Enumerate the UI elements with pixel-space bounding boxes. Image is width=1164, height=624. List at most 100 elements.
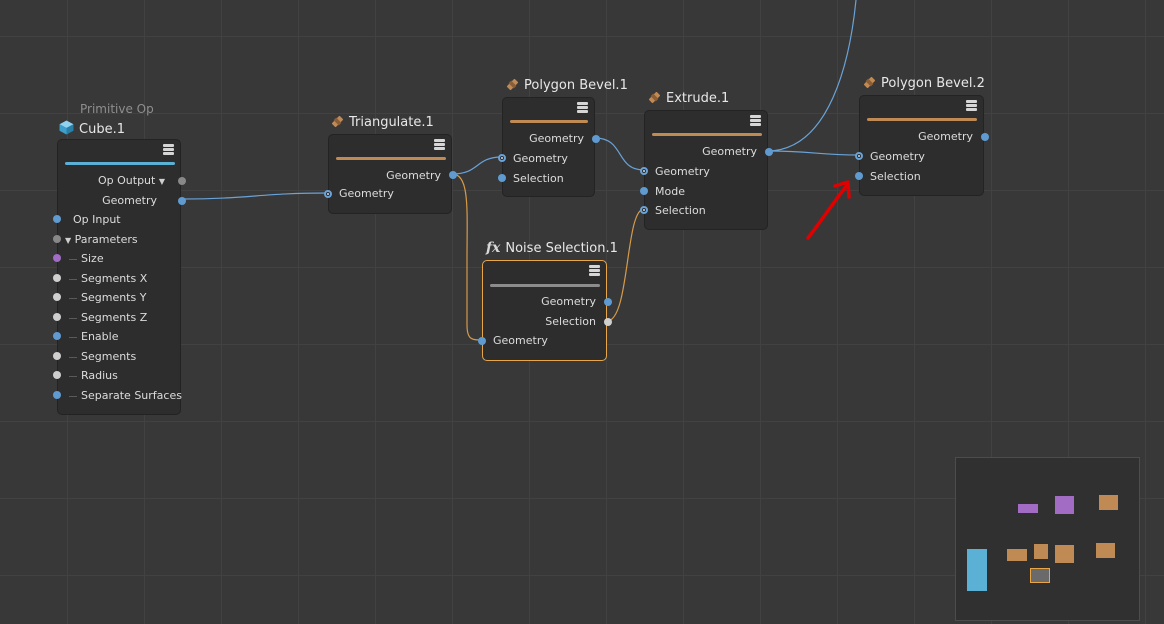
noise-in-dot[interactable] — [478, 337, 486, 345]
param-segments-x: Segments X — [81, 272, 148, 285]
extrude-node-header[interactable]: Extrude.1 — [648, 91, 729, 106]
parameters-dot[interactable] — [53, 235, 61, 243]
bevel2-out-dot[interactable] — [981, 133, 989, 141]
triangulate-in-label: Geometry — [339, 187, 394, 200]
segments-dot[interactable] — [53, 352, 61, 360]
bevel2-in-label: Geometry — [870, 150, 925, 163]
wire-bevel1-to-extrude — [594, 137, 645, 171]
triangulate-in-dot[interactable] — [324, 190, 332, 198]
triangulate-node-header[interactable]: Triangulate.1 — [331, 115, 434, 130]
separate-surfaces-dot[interactable] — [53, 391, 61, 399]
node-menu-icon[interactable] — [163, 144, 174, 155]
noise-selection-node[interactable]: Geometry Selection Geometry — [478, 260, 612, 361]
segments-y-dot[interactable] — [53, 293, 61, 301]
red-arrow-annotation — [806, 180, 851, 240]
minimap-node — [1099, 495, 1118, 510]
triangulate-out-dot[interactable] — [449, 171, 457, 179]
bevel2-selection-label: Selection — [870, 170, 921, 183]
param-segments-z: Segments Z — [81, 311, 148, 324]
op-output-dot[interactable] — [178, 177, 186, 185]
bevel1-node-header[interactable]: Polygon Bevel.1 — [506, 78, 628, 93]
triangulate-out-label: Geometry — [386, 169, 441, 182]
wire-extrude-to-bevel2 — [767, 150, 860, 156]
noise-selection-dot[interactable] — [604, 318, 612, 326]
geometry-out-label: Geometry — [102, 194, 157, 207]
minimap-node — [1055, 496, 1074, 514]
segments-x-dot[interactable] — [53, 274, 61, 282]
minimap-node — [967, 549, 987, 591]
triangulate-node[interactable]: Geometry Geometry — [324, 134, 457, 214]
op-input-dot[interactable] — [53, 215, 61, 223]
op-color-bar — [336, 157, 446, 160]
enable-dot[interactable] — [53, 332, 61, 340]
extrude-in-label: Geometry — [655, 165, 710, 178]
segments-z-dot[interactable] — [53, 313, 61, 321]
extrude-selection-dot[interactable] — [640, 206, 648, 214]
extrude-node[interactable]: Geometry Geometry Mode Selection — [640, 110, 773, 230]
bevel1-in-dot[interactable] — [498, 154, 506, 162]
param-enable: Enable — [81, 330, 119, 343]
minimap-node — [1007, 549, 1027, 561]
noise-out-dot[interactable] — [604, 298, 612, 306]
bevel1-out-label: Geometry — [529, 132, 584, 145]
noise-in-label: Geometry — [493, 334, 548, 347]
minimap-node — [1034, 544, 1048, 559]
param-segments-y: Segments Y — [81, 291, 147, 304]
param-size: Size — [81, 252, 104, 265]
tree-line — [69, 376, 77, 377]
noise-out-label: Geometry — [541, 295, 596, 308]
minimap-node — [1096, 543, 1115, 558]
cube-supertitle: Primitive Op — [80, 102, 154, 116]
triangulate-title: Triangulate.1 — [349, 115, 434, 130]
bevel1-selection-label: Selection — [513, 172, 564, 185]
bevel1-selection-dot[interactable] — [498, 174, 506, 182]
chevron-down-icon: ▼ — [158, 177, 165, 186]
bevel1-title: Polygon Bevel.1 — [524, 78, 628, 93]
extrude-out-dot[interactable] — [765, 148, 773, 156]
node-menu-icon[interactable] — [589, 265, 600, 276]
extrude-out-label: Geometry — [702, 145, 757, 158]
node-menu-icon[interactable] — [966, 100, 977, 111]
bevel2-in-dot[interactable] — [855, 152, 863, 160]
chevron-down-icon: ▼ — [65, 236, 72, 245]
tree-line — [69, 357, 77, 358]
noise-selection-label: Selection — [545, 315, 596, 328]
scene-node-op-icon — [863, 76, 876, 89]
cube-node[interactable]: Op Output ▼ Geometry Op Input ▼ Paramete… — [53, 139, 186, 415]
extrude-mode-dot[interactable] — [640, 187, 648, 195]
extrude-title: Extrude.1 — [666, 91, 730, 106]
tree-line — [69, 259, 77, 260]
bevel1-out-dot[interactable] — [592, 135, 600, 143]
bevel2-selection-dot[interactable] — [855, 172, 863, 180]
node-menu-icon[interactable] — [577, 102, 588, 113]
bevel2-node-header[interactable]: Polygon Bevel.2 — [863, 76, 985, 91]
node-menu-icon[interactable] — [750, 115, 761, 126]
op-color-bar — [867, 118, 977, 121]
bevel2-title: Polygon Bevel.2 — [881, 76, 985, 91]
node-menu-icon[interactable] — [434, 139, 445, 150]
cube-node-header[interactable]: Cube.1 — [59, 120, 125, 137]
radius-dot[interactable] — [53, 371, 61, 379]
extrude-selection-label: Selection — [655, 204, 706, 217]
minimap-node-selected — [1030, 568, 1050, 583]
primitive-color-bar — [65, 162, 175, 165]
minimap-node — [1018, 504, 1038, 513]
polygon-bevel-2-node[interactable]: Geometry Geometry Selection — [855, 95, 989, 196]
polygon-bevel-1-node[interactable]: Geometry Geometry Selection — [498, 97, 600, 197]
cube-title: Cube.1 — [79, 122, 125, 137]
geometry-out-dot[interactable] — [178, 197, 186, 205]
extrude-in-dot[interactable] — [640, 167, 648, 175]
wire-cube-to-triangulate — [180, 192, 328, 200]
bevel1-in-label: Geometry — [513, 152, 568, 165]
param-radius: Radius — [81, 369, 118, 382]
op-output-port[interactable]: Op Output ▼ — [97, 174, 165, 187]
tree-line — [69, 337, 77, 338]
extrude-mode-label: Mode — [655, 185, 685, 198]
minimap[interactable] — [955, 457, 1140, 621]
size-dot[interactable] — [53, 254, 61, 262]
param-segments: Segments — [81, 350, 137, 363]
noise-title: Noise Selection.1 — [505, 241, 618, 256]
parameters-group[interactable]: ▼ Parameters — [65, 233, 138, 246]
tree-line — [69, 318, 77, 319]
